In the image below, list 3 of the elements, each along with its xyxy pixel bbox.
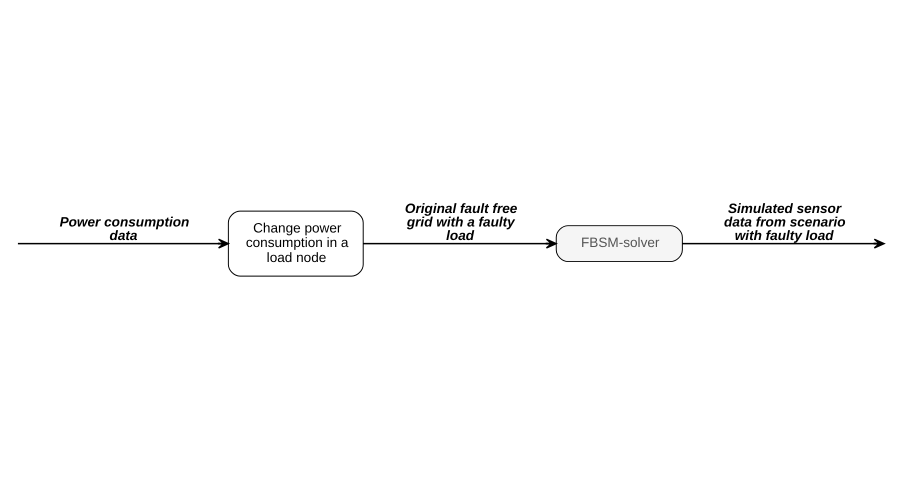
edge-label: Original fault free grid with a faulty load <box>404 200 518 242</box>
edge-label: Power consumption data <box>60 214 190 242</box>
edge-label: Simulated sensor data from scenario with faulty load <box>724 200 846 242</box>
